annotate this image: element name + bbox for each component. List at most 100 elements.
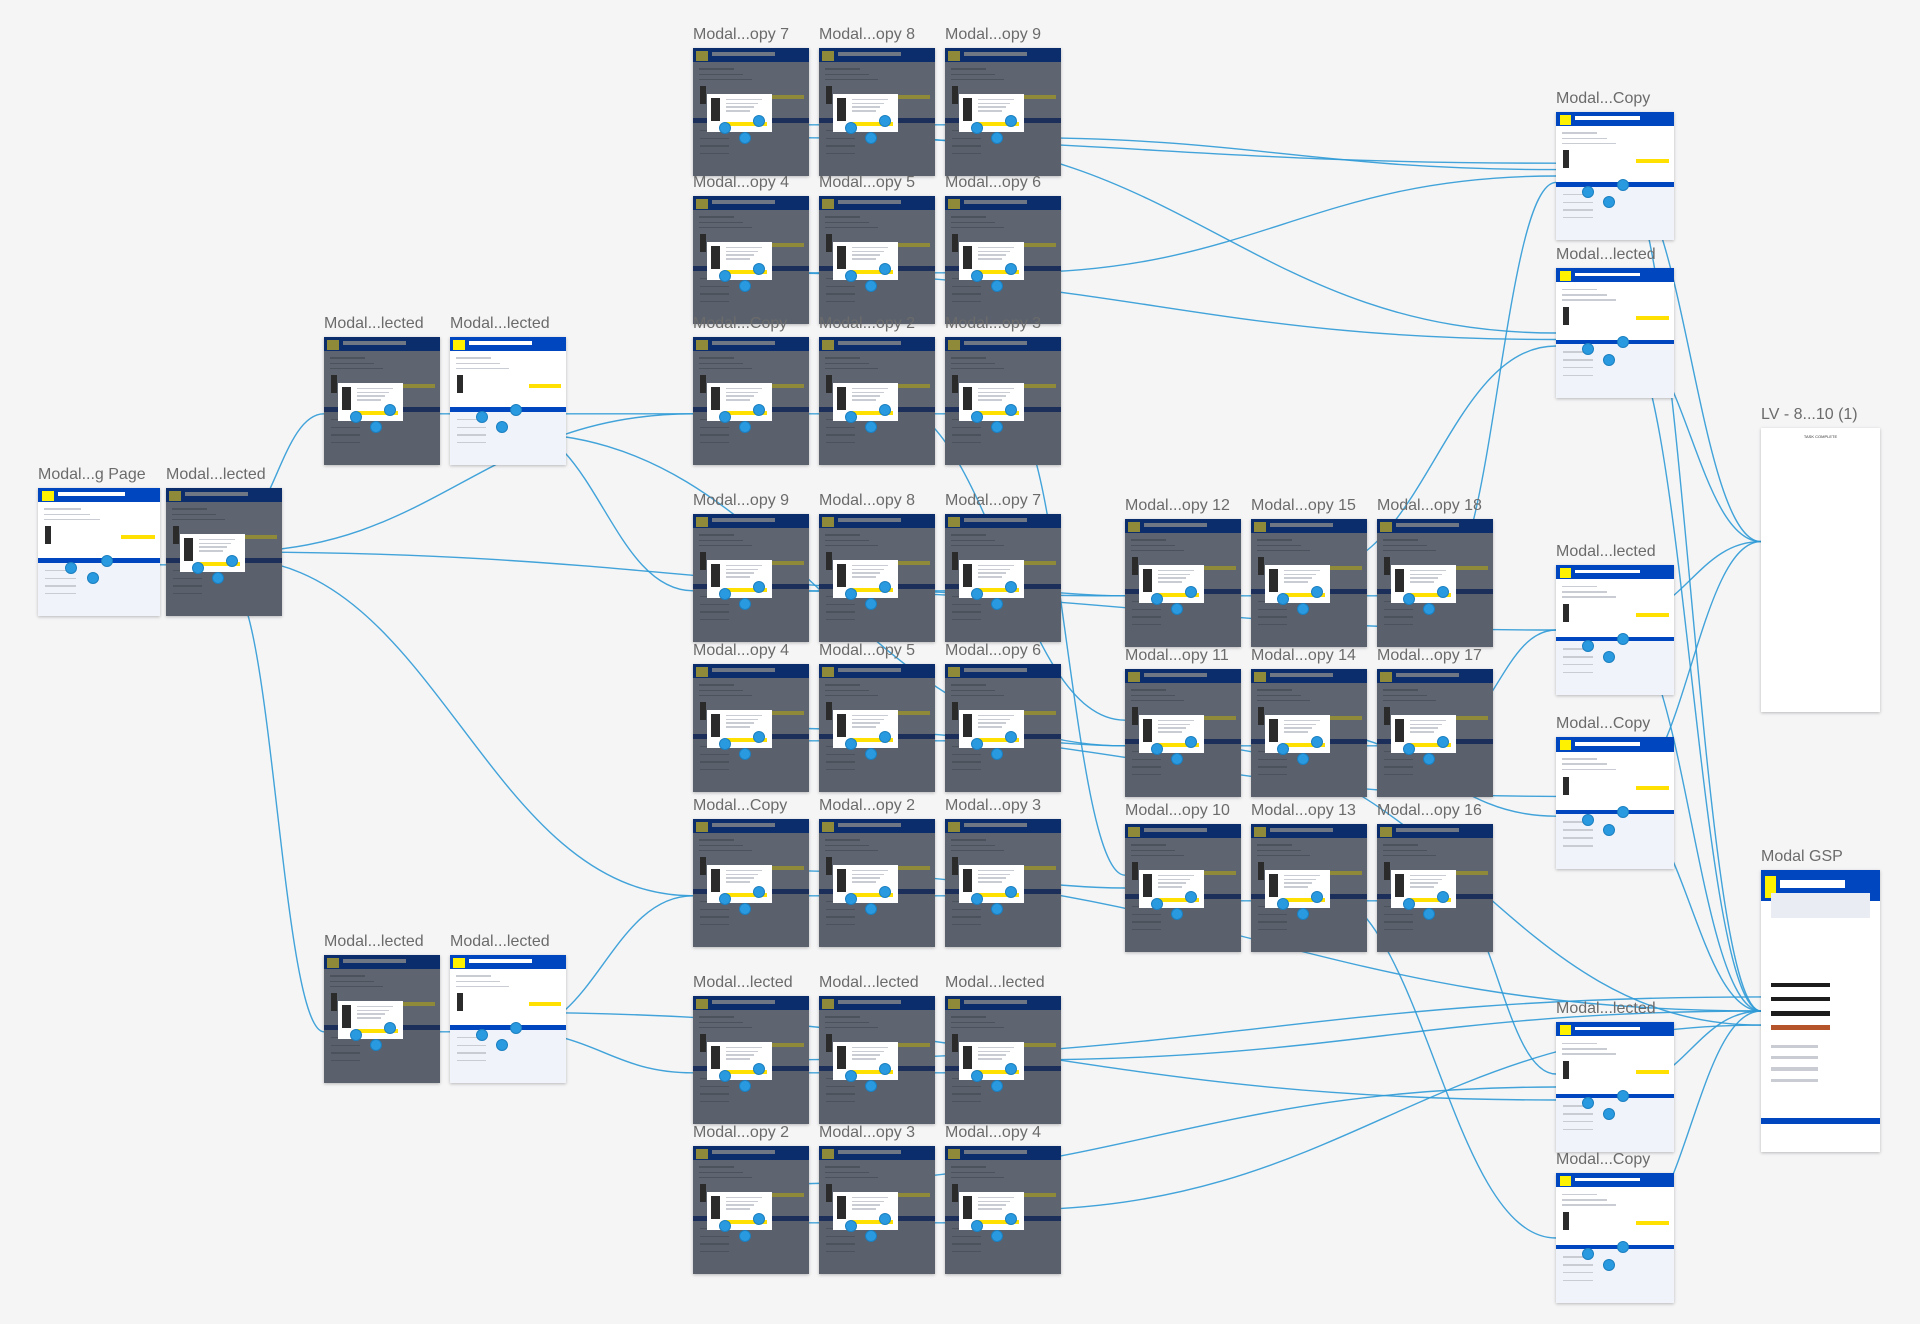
artboard[interactable]: Modal...Copy [693, 797, 809, 947]
prototype-hotspot[interactable] [753, 114, 766, 127]
artboard-screen[interactable] [1125, 669, 1241, 797]
prototype-hotspot[interactable] [991, 280, 1004, 293]
prototype-hotspot[interactable] [349, 1029, 362, 1042]
artboard-screen[interactable] [819, 996, 935, 1124]
prototype-hotspot[interactable] [970, 270, 983, 283]
artboard-label[interactable]: Modal...Copy [1556, 90, 1651, 107]
artboard[interactable]: Modal...opy 3 [819, 1124, 935, 1274]
prototype-hotspot[interactable] [1297, 908, 1310, 921]
artboard[interactable]: Modal...lected [1556, 543, 1674, 695]
artboard[interactable]: Modal...opy 5 [819, 174, 935, 324]
artboard-screen[interactable] [1556, 565, 1674, 695]
prototype-hotspot[interactable] [718, 122, 731, 135]
artboard[interactable]: Modal...opy 9 [945, 26, 1061, 176]
artboard-label[interactable]: Modal GSP [1761, 848, 1843, 865]
prototype-hotspot[interactable] [879, 114, 892, 127]
prototype-hotspot[interactable] [384, 1021, 397, 1034]
prototype-hotspot[interactable] [879, 1212, 892, 1225]
artboard-screen[interactable] [38, 488, 160, 616]
artboard-label[interactable]: Modal...opy 6 [945, 174, 1042, 191]
artboard-screen[interactable] [1556, 737, 1674, 869]
artboard[interactable]: Modal...lected [945, 974, 1061, 1124]
artboard-screen[interactable] [1125, 824, 1241, 952]
artboard-screen[interactable] [819, 337, 935, 465]
artboard-screen[interactable] [1251, 824, 1367, 952]
prototype-hotspot[interactable] [991, 1230, 1004, 1243]
artboard-screen[interactable] [324, 337, 440, 465]
artboard[interactable]: Modal...opy 4 [693, 642, 809, 792]
artboard[interactable]: Modal...lected [324, 315, 440, 465]
artboard-screen[interactable] [945, 996, 1061, 1124]
prototype-hotspot[interactable] [739, 1080, 752, 1093]
prototype-hotspot[interactable] [1617, 1089, 1630, 1102]
artboard-screen[interactable] [1761, 870, 1880, 1152]
prototype-hotspot[interactable] [226, 554, 239, 567]
prototype-hotspot[interactable] [1617, 632, 1630, 645]
prototype-hotspot[interactable] [1581, 813, 1594, 826]
prototype-hotspot[interactable] [191, 562, 204, 575]
artboard[interactable]: Modal...opy 13 [1251, 802, 1367, 952]
artboard-label[interactable]: Modal...Copy [1556, 1151, 1651, 1168]
prototype-hotspot[interactable] [370, 421, 383, 434]
artboard-label[interactable]: Modal...lected [945, 974, 1045, 991]
artboard-label[interactable]: Modal...lected [324, 315, 424, 332]
prototype-hotspot[interactable] [1617, 178, 1630, 191]
prototype-hotspot[interactable] [970, 411, 983, 424]
artboard-screen[interactable] [166, 488, 282, 616]
artboard-label[interactable]: Modal...opy 13 [1251, 802, 1356, 819]
prototype-hotspot[interactable] [753, 403, 766, 416]
prototype-hotspot[interactable] [1297, 753, 1310, 766]
prototype-hotspot[interactable] [1423, 908, 1436, 921]
prototype-hotspot[interactable] [865, 421, 878, 434]
prototype-hotspot[interactable] [991, 421, 1004, 434]
artboard-label[interactable]: Modal...opy 2 [819, 797, 916, 814]
artboard[interactable]: Modal...opy 3 [945, 315, 1061, 465]
prototype-hotspot[interactable] [496, 1039, 509, 1052]
prototype-hotspot[interactable] [865, 280, 878, 293]
artboard-screen[interactable] [1556, 112, 1674, 240]
prototype-hotspot[interactable] [1603, 353, 1616, 366]
prototype-hotspot[interactable] [1005, 580, 1018, 593]
prototype-hotspot[interactable] [1150, 593, 1163, 606]
prototype-hotspot[interactable] [1171, 908, 1184, 921]
artboard[interactable]: Modal...lected [1556, 1000, 1674, 1152]
prototype-hotspot[interactable] [1185, 890, 1198, 903]
artboard-label[interactable]: Modal...lected [693, 974, 793, 991]
prototype-hotspot[interactable] [991, 903, 1004, 916]
prototype-hotspot[interactable] [739, 421, 752, 434]
prototype-hotspot[interactable] [1603, 196, 1616, 209]
artboard-label[interactable]: Modal...opy 16 [1377, 802, 1482, 819]
prototype-hotspot[interactable] [844, 738, 857, 751]
artboard-label[interactable]: Modal...opy 5 [819, 174, 916, 191]
artboard-screen[interactable] [693, 337, 809, 465]
artboard-screen[interactable] [945, 514, 1061, 642]
artboard-screen[interactable] [693, 819, 809, 947]
prototype-hotspot[interactable] [1150, 743, 1163, 756]
artboard-screen[interactable] [1251, 669, 1367, 797]
prototype-hotspot[interactable] [1437, 585, 1450, 598]
prototype-hotspot[interactable] [879, 403, 892, 416]
prototype-hotspot[interactable] [1276, 898, 1289, 911]
prototype-hotspot[interactable] [1005, 262, 1018, 275]
prototype-hotspot[interactable] [991, 132, 1004, 145]
artboard-label[interactable]: Modal...opy 4 [693, 174, 790, 191]
artboard[interactable]: Modal...g Page [38, 466, 160, 616]
prototype-hotspot[interactable] [844, 411, 857, 424]
artboard[interactable]: Modal...opy 6 [945, 642, 1061, 792]
artboard-screen[interactable] [819, 664, 935, 792]
prototype-hotspot[interactable] [879, 1062, 892, 1075]
prototype-hotspot[interactable] [970, 1070, 983, 1083]
artboard-label[interactable]: Modal...opy 8 [819, 26, 916, 43]
artboard-label[interactable]: Modal...lected [450, 315, 550, 332]
prototype-hotspot[interactable] [1185, 585, 1198, 598]
artboard[interactable]: Modal...opy 4 [945, 1124, 1061, 1274]
prototype-hotspot[interactable] [739, 903, 752, 916]
artboard[interactable]: Modal...opy 17 [1377, 647, 1493, 797]
artboard-screen[interactable] [1377, 519, 1493, 647]
prototype-hotspot[interactable] [844, 893, 857, 906]
prototype-hotspot[interactable] [475, 1029, 488, 1042]
artboard-screen[interactable] [1377, 669, 1493, 797]
artboard-label[interactable]: Modal...Copy [1556, 715, 1651, 732]
prototype-hotspot[interactable] [1581, 640, 1594, 653]
